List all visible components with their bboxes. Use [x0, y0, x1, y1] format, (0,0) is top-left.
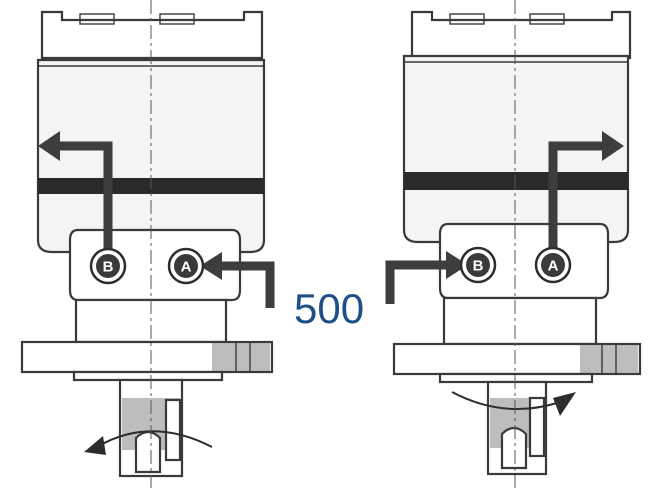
right-port-b: B	[459, 246, 497, 284]
left-inlet-arrow	[200, 252, 275, 308]
right-port-b-label: B	[473, 258, 484, 275]
left-port-a-label: A	[181, 259, 192, 276]
right-outlet-arrow	[548, 131, 624, 256]
right-port-a: A	[534, 246, 572, 284]
left-port-b: B	[89, 247, 127, 285]
left-port-a: A	[167, 247, 205, 285]
right-inlet-arrow	[385, 251, 468, 304]
left-outlet-arrow	[38, 131, 113, 254]
right-motor	[392, 0, 642, 488]
left-motor	[20, 0, 274, 488]
right-port-a-label: A	[548, 258, 559, 275]
size-label: 500	[294, 285, 365, 332]
left-port-b-label: B	[103, 259, 114, 276]
